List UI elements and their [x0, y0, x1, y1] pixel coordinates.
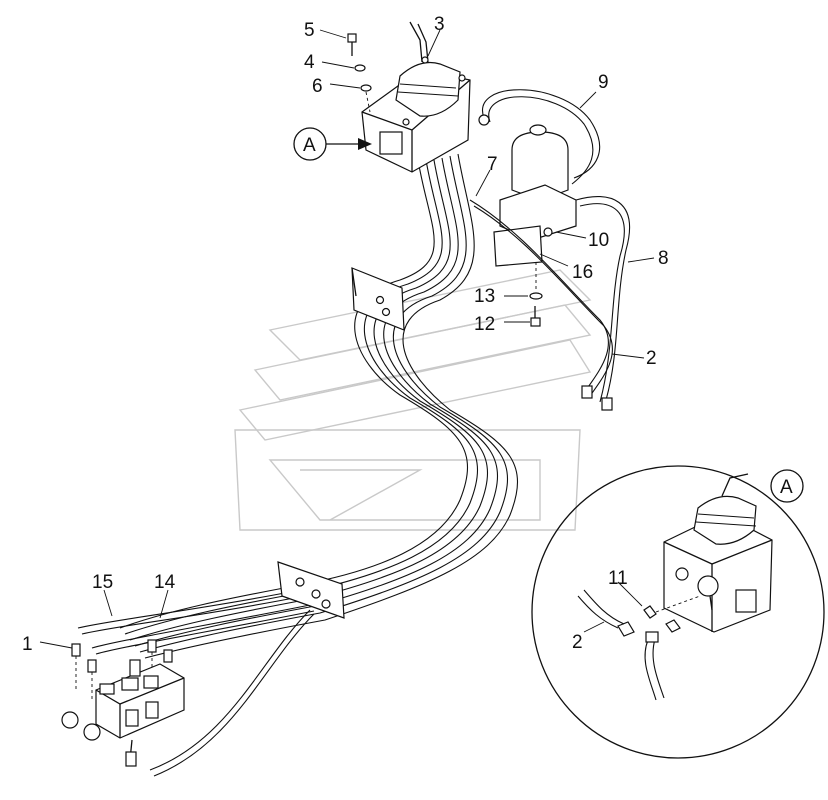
fitting-2a — [581, 385, 593, 399]
lower-return-hose — [149, 609, 311, 771]
callout-16: 16 — [572, 262, 593, 283]
hose-2b — [473, 205, 613, 397]
hose-bundle — [77, 153, 519, 659]
valve-fittings — [71, 639, 173, 700]
accumulator — [493, 124, 577, 267]
hose-9b — [488, 96, 594, 185]
callout-7: 7 — [487, 154, 498, 175]
hose-8 — [575, 196, 631, 401]
watermark-logo — [234, 269, 592, 531]
callout-2-detail: 2 — [572, 632, 583, 653]
fitting-9 — [478, 114, 490, 126]
washer-4 — [354, 64, 366, 72]
fitting-2b — [601, 397, 613, 411]
leader-lines — [39, 29, 655, 649]
callout-11: 11 — [608, 568, 628, 589]
detail-marker-a-letter: A — [780, 477, 793, 498]
detail-view-a — [531, 465, 825, 759]
callout-10: 10 — [588, 230, 609, 251]
mid-bracket — [351, 267, 405, 331]
callout-4: 4 — [304, 52, 315, 73]
bolt-12 — [530, 306, 541, 327]
callout-3: 3 — [434, 14, 445, 35]
washer-6 — [360, 84, 372, 92]
callout-8: 8 — [658, 248, 669, 269]
washer-13 — [529, 292, 543, 300]
callout-15: 15 — [92, 572, 113, 593]
callout-12: 12 — [474, 314, 495, 335]
hose-2 — [469, 199, 609, 391]
callout-6: 6 — [312, 76, 323, 97]
hose-9 — [481, 89, 601, 179]
view-arrow-a — [293, 127, 372, 161]
callout-9: 9 — [598, 72, 609, 93]
hose-8b — [579, 203, 625, 403]
bolt-5 — [347, 33, 357, 56]
view-arrow-a-letter: A — [303, 135, 316, 156]
callout-5: 5 — [304, 20, 315, 41]
callout-2: 2 — [646, 348, 657, 369]
callout-13: 13 — [474, 286, 495, 307]
lower-fitting — [125, 751, 137, 767]
joystick-block — [361, 21, 471, 173]
callout-1: 1 — [22, 634, 33, 655]
callout-14: 14 — [154, 572, 176, 593]
control-valve — [61, 659, 185, 741]
lower-return-hose-2 — [153, 613, 315, 777]
detail-marker-a — [770, 469, 804, 503]
lower-bracket — [277, 561, 345, 619]
